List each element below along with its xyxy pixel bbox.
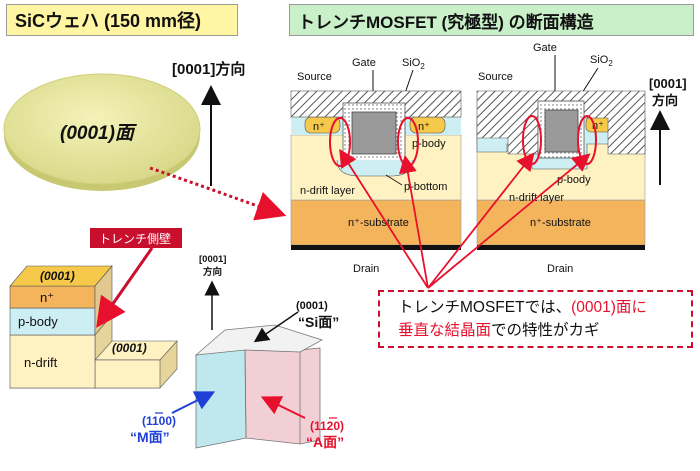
svg-text:方向: 方向 xyxy=(652,93,678,108)
svg-text:(1100): (1100) xyxy=(142,414,176,428)
direction-label-top: [0001]方向 xyxy=(172,60,245,78)
svg-text:n⁺-substrate: n⁺-substrate xyxy=(348,217,409,229)
mosfet-cross-section-2: Source Gate SiO2 n⁺-substrate n-drift la… xyxy=(476,42,646,275)
svg-text:n-drift layer: n-drift layer xyxy=(300,185,355,197)
svg-text:[0001]: [0001] xyxy=(649,76,687,91)
svg-text:Source: Source xyxy=(478,71,513,83)
mosfet-title: トレンチMOSFET (究極型) の断面構造 xyxy=(289,4,694,36)
svg-text:(1120): (1120) xyxy=(310,419,344,433)
svg-text:n-drift: n-drift xyxy=(24,355,58,370)
svg-text:“M面”: “M面” xyxy=(130,429,170,445)
mosfet1-gate-label: Gate xyxy=(352,57,376,69)
svg-text:(0001): (0001) xyxy=(296,300,328,312)
callout-line-2: 垂直な結晶面での特性がカギ xyxy=(398,322,600,339)
wafer-to-mosfet-arrow xyxy=(149,166,287,221)
sic-wafer: (0001)面 xyxy=(3,73,201,191)
svg-text:n⁺: n⁺ xyxy=(418,121,430,133)
key-point-callout: トレンチMOSFETでは、(0001)面に 垂直な結晶面での特性がカギ xyxy=(378,290,693,348)
svg-text:p-bottom: p-bottom xyxy=(404,181,447,193)
svg-text:Drain: Drain xyxy=(353,263,379,275)
svg-text:p-body: p-body xyxy=(412,138,446,150)
trench-sidewall-tag: トレンチ側壁 xyxy=(90,228,182,328)
direction-0001-right: [0001] 方向 xyxy=(649,76,687,185)
callout-rays xyxy=(339,148,591,289)
svg-text:SiO2: SiO2 xyxy=(402,57,425,71)
mosfet1-source-label: Source xyxy=(297,71,332,83)
svg-text:Gate: Gate xyxy=(533,42,557,54)
layer-block: (0001) n-drift p-body n⁺ (0001) xyxy=(9,265,178,389)
hexagonal-crystal: (0001) “Si面” (1100) “M面” (1120) “A面” xyxy=(130,300,344,450)
wafer-face-label: (0001)面 xyxy=(60,123,138,144)
svg-text:n⁺-substrate: n⁺-substrate xyxy=(530,217,591,229)
callout-line-1: トレンチMOSFETでは、(0001)面に xyxy=(398,299,647,316)
svg-text:(0001): (0001) xyxy=(40,269,75,283)
svg-text:Drain: Drain xyxy=(547,263,573,275)
svg-text:p-body: p-body xyxy=(557,174,591,186)
svg-text:n⁺: n⁺ xyxy=(313,121,325,133)
svg-text:[0001]: [0001] xyxy=(199,254,226,265)
svg-text:“Si面”: “Si面” xyxy=(298,314,339,330)
mosfet-cross-section-1: Source Gate SiO2 n⁺-substrate n-drift la… xyxy=(290,57,462,275)
svg-text:p-body: p-body xyxy=(18,314,58,329)
svg-text:n⁺: n⁺ xyxy=(40,290,54,305)
direction-0001-small: [0001] 方向 xyxy=(199,254,226,330)
svg-text:SiO2: SiO2 xyxy=(590,54,613,68)
svg-text:方向: 方向 xyxy=(203,266,222,278)
svg-text:“A面”: “A面” xyxy=(306,434,344,450)
svg-text:トレンチ側壁: トレンチ側壁 xyxy=(99,231,171,246)
wafer-title: SiCウェハ (150 mm径) xyxy=(6,4,238,36)
svg-text:(0001): (0001) xyxy=(112,341,147,355)
direction-0001-top: [0001]方向 xyxy=(172,60,245,186)
